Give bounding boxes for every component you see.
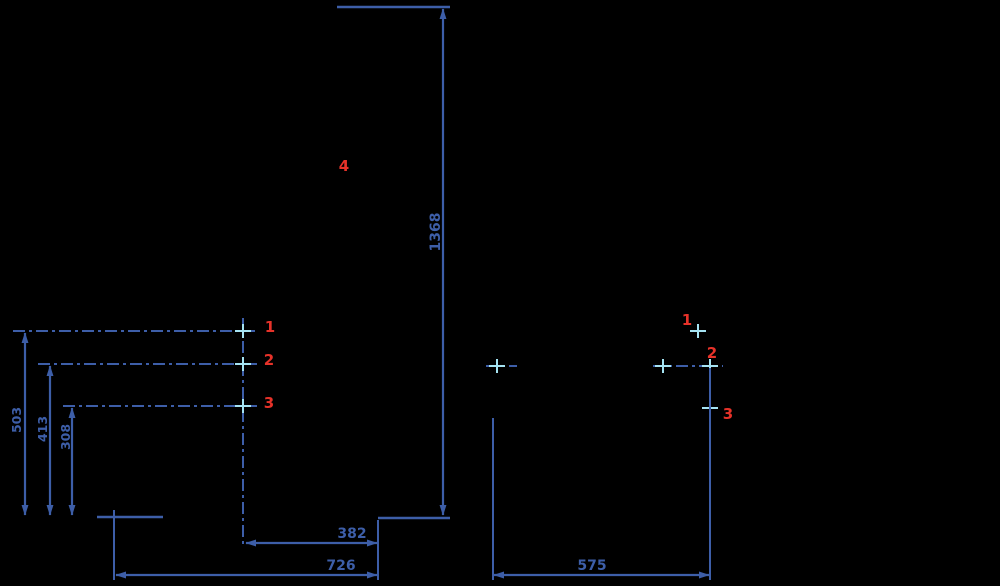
side-point-2a-marker (655, 359, 671, 373)
side-point-1-marker (690, 324, 706, 338)
point-4-label: 4 (339, 157, 349, 175)
side-view: 1 2 3 575 (486, 311, 733, 580)
point-2-marker (235, 357, 251, 371)
point-1-marker (235, 324, 251, 338)
front-view: 1368 4 503 413 308 1 2 3 (9, 5, 450, 580)
side-rear-marker (489, 359, 505, 373)
height-dimension-value: 1368 (428, 213, 444, 252)
point-1-label: 1 (265, 318, 275, 336)
side-point-2-label: 2 (707, 344, 717, 362)
point-1-height-value: 503 (9, 407, 24, 433)
point-2-height-value: 413 (35, 416, 50, 442)
point-2-label: 2 (264, 351, 274, 369)
width-dim-726-value: 726 (326, 558, 355, 574)
width-dim-382-value: 382 (337, 526, 366, 542)
side-point-3-label: 3 (723, 405, 733, 423)
depth-dim-value: 575 (577, 558, 606, 574)
side-point-1-label: 1 (682, 311, 692, 329)
point-3-height-value: 308 (58, 424, 73, 450)
point-3-label: 3 (264, 394, 274, 412)
point-3-marker (235, 399, 251, 413)
